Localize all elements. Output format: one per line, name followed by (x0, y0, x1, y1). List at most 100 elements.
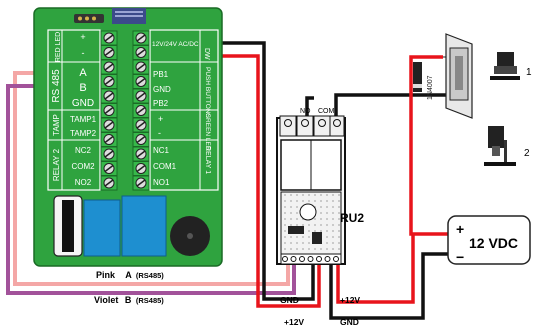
label-no1: NO1 (153, 178, 170, 187)
label-relay-1: RELAY 1 (204, 146, 211, 174)
terminal-screw (132, 59, 150, 75)
power-gnd-wire (190, 41, 315, 301)
lock-variant-1: 1 (490, 52, 532, 80)
plus12-left-label: +12V (284, 317, 304, 327)
terminal-screw (132, 103, 150, 118)
terminal-screw (100, 132, 118, 147)
lock-plus-wire (409, 55, 452, 236)
terminal-screw (100, 175, 118, 191)
pink-bus: (RS485) (136, 271, 164, 280)
psu-gnd-wire (329, 252, 452, 320)
ru2-bottom-terminal (290, 256, 297, 262)
label-tamp: TAMP (52, 114, 61, 136)
label-nc2: NC2 (75, 146, 92, 155)
terminal-screw (132, 132, 150, 147)
lock-variant-2: 2 (484, 126, 530, 166)
label-green-led: GREEN LED (204, 113, 211, 151)
terminal-screw (132, 88, 150, 104)
label-gnd: GND (72, 98, 94, 109)
terminal-screw (100, 161, 118, 176)
terminal-screw (100, 59, 118, 75)
lock-variant-2-label: 2 (524, 148, 530, 159)
psu-plus-wire (336, 234, 415, 304)
ru2-bottom-terminal (333, 256, 339, 262)
ru2-label-com: COM (318, 108, 335, 115)
electric-strike-lock: 1N4007 (413, 33, 473, 119)
label-minus-right: - (158, 128, 161, 138)
label-pb1: PB1 (153, 70, 169, 79)
label-power-text: 12V/24V AC/DC (152, 41, 199, 48)
label-plus-right: + (158, 114, 163, 124)
label-com1: COM1 (153, 162, 177, 171)
violet-bus: (RS485) (136, 296, 164, 305)
terminal-screw (132, 146, 150, 162)
terminal-screw (100, 30, 118, 46)
terminal-screw (100, 117, 118, 133)
label-tamp2: TAMP2 (70, 129, 97, 138)
label-red-led: RED LED (55, 32, 62, 62)
psu-label: 12 VDC (469, 235, 518, 251)
terminal-screw (132, 30, 150, 46)
ru2-name: RU2 (340, 211, 364, 225)
pink-wire-label: Pink A (RS485) (96, 270, 164, 280)
violet-color: Violet (94, 295, 118, 305)
label-plus-left: + (80, 32, 85, 42)
label-nc1: NC1 (153, 146, 170, 155)
controller-board: RED LED RS 485 TAMP RELAY 2 + - A B GND … (33, 7, 223, 267)
violet-signal: B (125, 295, 132, 305)
label-a: A (79, 67, 87, 79)
gnd-right-label: GND (340, 317, 359, 327)
terminal-screw (100, 88, 118, 104)
lock-variant-1-label: 1 (526, 67, 532, 78)
psu-minus: − (456, 249, 464, 265)
terminal-block-right (132, 30, 150, 191)
terminal-screw (132, 175, 150, 191)
pink-color: Pink (96, 270, 116, 280)
ru2-label-no: NO (300, 108, 311, 115)
label-dw: DW (203, 48, 210, 60)
terminal-block-left (100, 30, 118, 191)
terminal-screw (132, 117, 150, 133)
label-tamp1: TAMP1 (70, 115, 97, 124)
label-minus-left: - (82, 48, 85, 58)
ru2-bottom-terminal (307, 256, 314, 262)
relay-module-ru2: RU2 NO COM (276, 108, 364, 265)
label-power: 12V/24V AC/DC (152, 41, 199, 48)
wires (6, 41, 468, 320)
terminal-screw (100, 45, 118, 60)
terminal-screw (100, 103, 118, 118)
ru2-bottom-terminal (324, 256, 331, 262)
plus12-right-label: +12V (340, 295, 360, 305)
terminal-screw (100, 146, 118, 162)
relay-1-component (121, 195, 167, 257)
diode-label: 1N4007 (427, 75, 434, 100)
label-push-buttons: PUSH BUTTONS (204, 67, 211, 118)
terminal-screw (100, 74, 118, 89)
label-no2: NO2 (75, 178, 92, 187)
terminal-screw (132, 74, 150, 89)
ru2-bottom-terminal (282, 256, 288, 262)
wire-labels: Pink A (RS485) Violet B (RS485) GND +12V… (94, 270, 360, 327)
ru2-bottom-terminal (299, 256, 305, 262)
violet-wire-label: Violet B (RS485) (94, 295, 164, 305)
violet-wire-b (6, 84, 296, 295)
label-relay-2: RELAY 2 (52, 148, 61, 181)
label-com2: COM2 (71, 162, 95, 171)
label-rs485: RS 485 (51, 69, 62, 103)
pink-signal: A (125, 270, 132, 280)
ru2-bottom-terminal (316, 256, 322, 262)
terminal-screw (132, 161, 150, 176)
label-pb2: PB2 (153, 99, 169, 108)
psu-plus: + (456, 221, 464, 237)
terminal-screw (132, 45, 150, 60)
diode (413, 62, 422, 92)
power-plus-wire (190, 54, 321, 308)
pink-wire-a (13, 71, 290, 286)
relay-no-wire (305, 96, 314, 116)
label-b: B (79, 82, 86, 94)
gnd-left-label: GND (280, 295, 299, 305)
relay-2-component (83, 199, 121, 257)
label-gnd-right: GND (153, 85, 171, 94)
power-supply: + − 12 VDC (447, 215, 531, 265)
